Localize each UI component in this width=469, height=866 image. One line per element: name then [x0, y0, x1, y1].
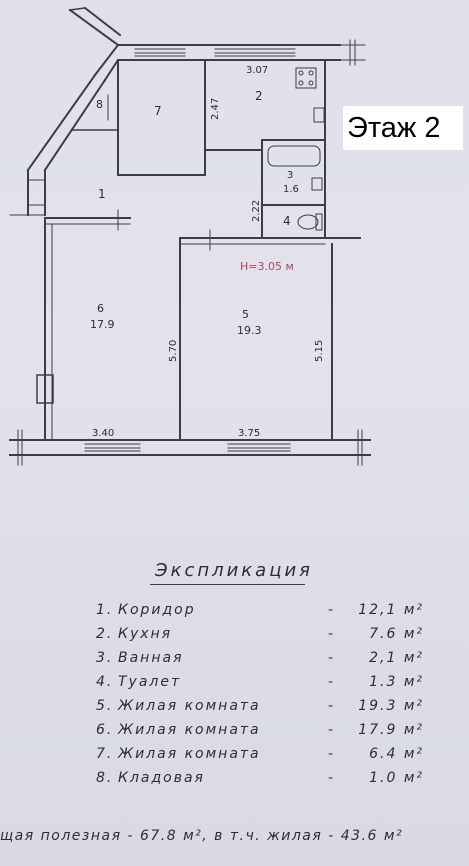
dim-top-width: 3.07	[246, 65, 268, 76]
window-top-right	[214, 48, 296, 57]
legend-row-dash: -	[328, 698, 336, 714]
room-label-5: 5	[242, 308, 249, 321]
floor-plan-drawing: 1 2 3 1.6 4 5 19.3 6 17.9 7 8 3.07 2.47 …	[9, 6, 371, 466]
window-top-left	[134, 48, 186, 57]
legend-row-area: 12,1 м²	[358, 602, 424, 618]
legend-row-name: Жилая комната	[118, 698, 261, 714]
legend-row-name: Коридор	[118, 602, 196, 618]
legend-row-name: Кладовая	[118, 770, 205, 786]
floor-label: Этаж 2	[343, 106, 463, 150]
legend-row-dash: -	[328, 770, 336, 786]
legend-row-name: Ванная	[118, 650, 184, 666]
window-bottom-left	[84, 443, 141, 452]
room-label-6: 6	[97, 302, 104, 315]
legend-total: щая полезная - 67.8 м², в т.ч. жилая - 4…	[0, 828, 404, 844]
wall-diagonal-a	[68, 8, 120, 47]
dim-kitchen-side: 2.47	[210, 98, 221, 120]
legend-row: 1. Коридор - 12,1 м²	[96, 602, 426, 626]
legend-row-name: Жилая комната	[118, 722, 261, 738]
legend-row-num: 7.	[96, 746, 114, 762]
legend-row-area: 2,1 м²	[369, 650, 424, 666]
legend-row-num: 4.	[96, 674, 114, 690]
dim-room6-bottom: 3.40	[92, 428, 114, 439]
toilet	[297, 214, 319, 230]
legend-row-num: 6.	[96, 722, 114, 738]
room-area-3: 1.6	[283, 184, 299, 195]
kitchen-sink	[313, 107, 325, 123]
legend-row-name: Туалет	[118, 674, 182, 690]
legend-row-num: 8.	[96, 770, 114, 786]
legend-row: 3. Ванная - 2,1 м²	[96, 650, 426, 674]
room-label-4: 4	[283, 214, 291, 228]
legend-row-name: Кухня	[118, 626, 173, 642]
legend-row: 7. Жилая комната - 6.4 м²	[96, 746, 426, 770]
legend-row-area: 1.3 м²	[369, 674, 424, 690]
legend-row-num: 3.	[96, 650, 114, 666]
legend-row: 2. Кухня - 7.6 м²	[96, 626, 426, 650]
legend-row-dash: -	[328, 650, 336, 666]
legend-title: Экспликация	[155, 560, 313, 581]
legend-row-dash: -	[328, 602, 336, 618]
room-label-8: 8	[96, 98, 103, 111]
legend-row-area: 17.9 м²	[358, 722, 424, 738]
stove	[295, 67, 317, 89]
dim-room5-bottom: 3.75	[238, 428, 260, 439]
legend-row-dash: -	[328, 626, 336, 642]
room-area-6: 17.9	[90, 318, 115, 331]
room-label-3: 3	[287, 170, 293, 181]
legend-row-area: 6.4 м²	[369, 746, 424, 762]
legend-row-area: 19.3 м²	[358, 698, 424, 714]
room-label-2: 2	[255, 89, 263, 103]
legend-row-dash: -	[328, 746, 336, 762]
legend-row-dash: -	[328, 722, 336, 738]
room-area-5: 19.3	[237, 324, 262, 337]
legend-row: 4. Туалет - 1.3 м²	[96, 674, 426, 698]
legend-row-num: 5.	[96, 698, 114, 714]
room-label-7: 7	[154, 104, 162, 118]
dim-room6-side: 5.70	[168, 340, 179, 362]
legend-row: 5. Жилая комната - 19.3 м²	[96, 698, 426, 722]
legend-row-dash: -	[328, 674, 336, 690]
legend-row-name: Жилая комната	[118, 746, 261, 762]
window-bottom-right	[227, 443, 291, 452]
legend-row: 8. Кладовая - 1.0 м²	[96, 770, 426, 794]
room-label-1: 1	[98, 187, 106, 201]
ceiling-height: H=3.05 м	[240, 260, 294, 273]
wall-diagonal-b	[26, 73, 97, 172]
radiator	[36, 374, 54, 404]
bathtub	[267, 145, 321, 167]
legend-row: 6. Жилая комната - 17.9 м²	[96, 722, 426, 746]
legend-row-area: 1.0 м²	[369, 770, 424, 786]
legend-title-underline	[150, 584, 305, 585]
dim-room5-side: 5.15	[314, 340, 325, 362]
dim-bath-side: 2.22	[251, 200, 262, 222]
legend-row-num: 2.	[96, 626, 114, 642]
legend-row-area: 7.6 м²	[369, 626, 424, 642]
legend-row-num: 1.	[96, 602, 114, 618]
